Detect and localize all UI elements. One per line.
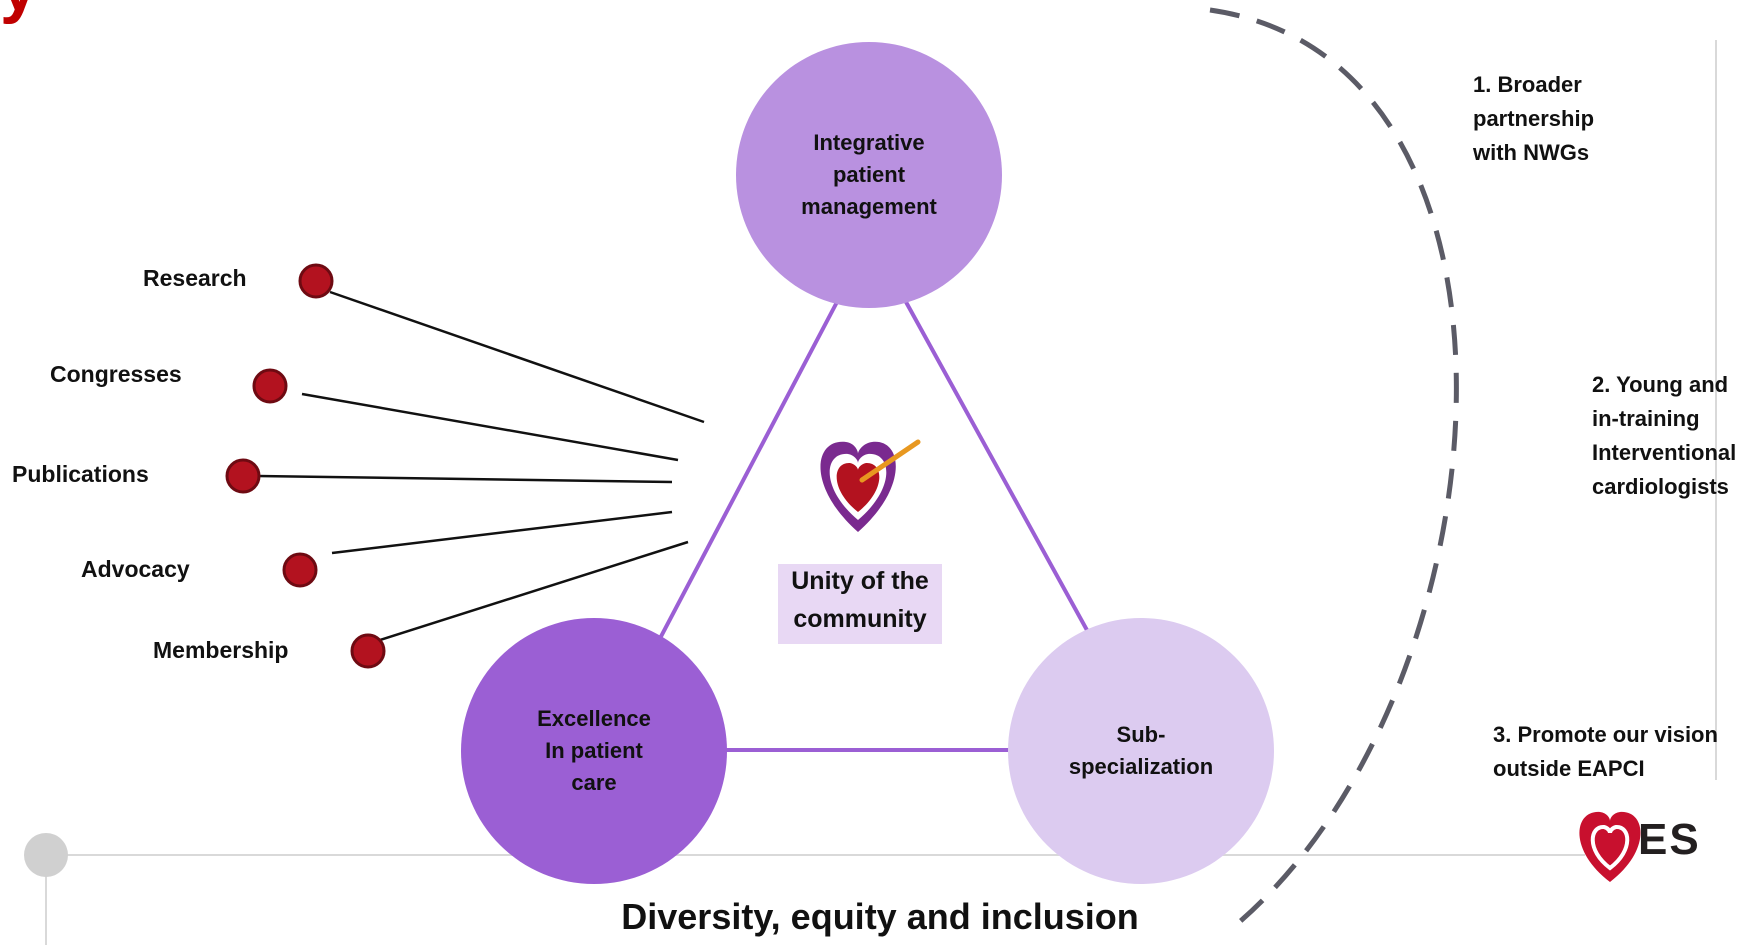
slide-title-fragment: y xyxy=(0,0,38,26)
branch-node-membership xyxy=(350,633,386,669)
pillar-circle-subspecialization xyxy=(1008,618,1274,884)
branch-line-congresses xyxy=(301,392,679,462)
pillar-label-excellence: Excellence In patient care xyxy=(537,706,651,795)
branch-node-publications xyxy=(225,458,261,494)
pillar-label-integrative: Integrative patient management xyxy=(801,130,937,219)
unity-label: Unity of the community xyxy=(791,567,929,633)
esc-logo-text: ES xyxy=(1638,815,1701,864)
pillar-label-subspecialization: Sub- specialization xyxy=(1068,722,1214,779)
triangle-edge-left xyxy=(654,301,839,647)
pillar-circle-integrative xyxy=(736,42,1002,308)
footer-title: Diversity, equity and inclusion xyxy=(621,896,1139,937)
branch-line-research xyxy=(329,290,705,424)
side-item-2: 2. Young and in-training Interventional … xyxy=(1592,372,1737,499)
heart-icon xyxy=(820,439,921,532)
branch-nodes xyxy=(225,263,386,669)
side-item-1: 1. Broader partnership with NWGs xyxy=(1473,72,1595,165)
dashed-bracket xyxy=(1209,7,1459,932)
branch-node-congresses xyxy=(252,368,288,404)
triangle-edge-right xyxy=(904,301,1090,633)
branch-node-research xyxy=(298,263,334,299)
branch-line-publications xyxy=(257,474,673,484)
branch-label-congresses: Congresses xyxy=(50,361,182,387)
branch-label-publications: Publications xyxy=(12,461,149,487)
branch-label-research: Research xyxy=(143,265,247,291)
branch-label-advocacy: Advocacy xyxy=(81,556,190,582)
pillar-circle-excellence xyxy=(461,618,727,884)
branch-label-membership: Membership xyxy=(153,637,289,663)
unity-highlight xyxy=(778,564,942,644)
branch-node-advocacy xyxy=(282,552,318,588)
branch-line-membership xyxy=(379,540,689,642)
branch-line-advocacy xyxy=(331,510,673,555)
grey-node xyxy=(24,833,68,877)
side-item-3: 3. Promote our vision outside EAPCI xyxy=(1493,722,1718,781)
esc-heart-icon xyxy=(1579,811,1641,882)
